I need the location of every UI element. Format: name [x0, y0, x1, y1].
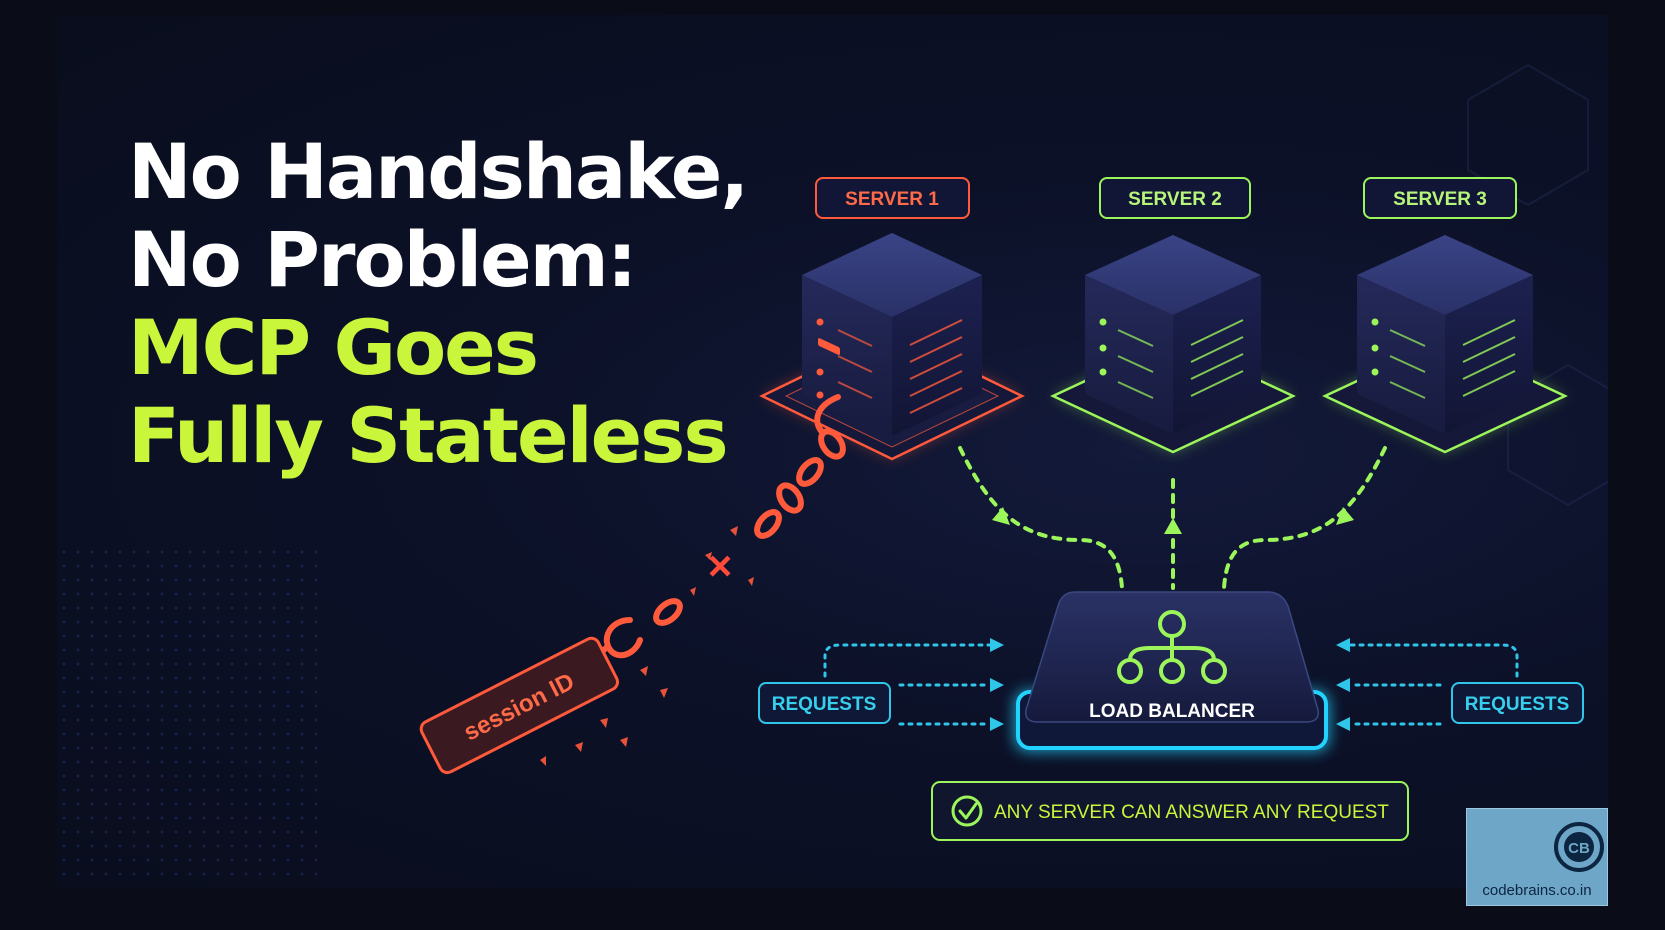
chain-link-icon — [653, 598, 683, 626]
server-2-status-lights — [1099, 318, 1244, 399]
server-1-label: SERVER 1 — [815, 177, 970, 219]
load-balancer-label: LOAD BALANCER — [1089, 701, 1255, 722]
chain-link-icon — [796, 457, 824, 487]
chain-link-icon — [818, 428, 846, 460]
requests-right: REQUESTS — [1336, 638, 1584, 731]
server-2 — [1050, 235, 1296, 454]
server-2-label-text: SERVER 2 — [1128, 189, 1222, 210]
headline-line-1: No Handshake, — [128, 127, 749, 216]
headline: No Handshake, No Problem: MCP Goes Fully… — [128, 127, 749, 480]
main-panel — [57, 15, 1608, 888]
callout-text: ANY SERVER CAN ANSWER ANY REQUEST — [994, 802, 1389, 823]
server-connectors — [958, 446, 1387, 590]
load-balancer: LOAD BALANCER — [1014, 591, 1330, 752]
brand-badge[interactable]: CB codebrains.co.in — [1466, 808, 1608, 906]
connector-server-1 — [958, 446, 1124, 590]
connector-arrowheads — [992, 507, 1354, 534]
arrow-left-icon — [1336, 638, 1350, 652]
server-2-label: SERVER 2 — [1099, 177, 1251, 219]
requests-right-arrows — [1348, 643, 1519, 726]
requests-right-label: REQUESTS — [1465, 694, 1570, 715]
server-3-label: SERVER 3 — [1363, 177, 1517, 219]
chain-link-icon — [754, 509, 782, 539]
server-1-status-lights — [816, 318, 963, 414]
arrow-right-icon — [990, 717, 1004, 731]
arrow-right-icon — [990, 678, 1004, 692]
server-3-status-lights — [1371, 318, 1516, 399]
arrow-to-server-3-icon — [1336, 507, 1354, 525]
dot-pattern — [57, 545, 317, 885]
server-3-label-text: SERVER 3 — [1393, 189, 1487, 210]
network-tree-icon — [1117, 610, 1227, 684]
broken-x-icon: × — [708, 542, 733, 589]
server-1-label-text: SERVER 1 — [845, 189, 939, 210]
server-3 — [1322, 235, 1568, 454]
server-1 — [759, 233, 1025, 461]
requests-left: REQUESTS — [758, 638, 1004, 731]
check-circle-icon — [951, 795, 983, 827]
arrow-left-icon — [1336, 717, 1350, 731]
callout-box: ANY SERVER CAN ANSWER ANY REQUEST — [931, 781, 1409, 841]
chain-link-icon — [603, 617, 643, 659]
arrow-right-icon — [990, 638, 1004, 652]
session-id-tag: session ID — [419, 636, 620, 775]
arrow-left-icon — [1336, 678, 1350, 692]
requests-left-label: REQUESTS — [772, 694, 877, 715]
logo-text: CB — [1568, 840, 1590, 857]
headline-line-4: Fully Stateless — [128, 391, 729, 480]
arrow-up-icon — [1164, 518, 1182, 534]
requests-left-arrows — [823, 643, 992, 726]
headline-line-3: MCP Goes — [128, 303, 539, 392]
chain-link-icon — [814, 394, 841, 435]
arrow-to-server-1-icon — [992, 507, 1010, 525]
connector-server-3 — [1222, 446, 1387, 590]
codebrains-logo-icon: CB — [1554, 822, 1604, 872]
headline-line-2: No Problem: — [128, 215, 637, 304]
brand-domain: codebrains.co.in — [1482, 882, 1592, 899]
chain-link-icon — [776, 482, 804, 514]
